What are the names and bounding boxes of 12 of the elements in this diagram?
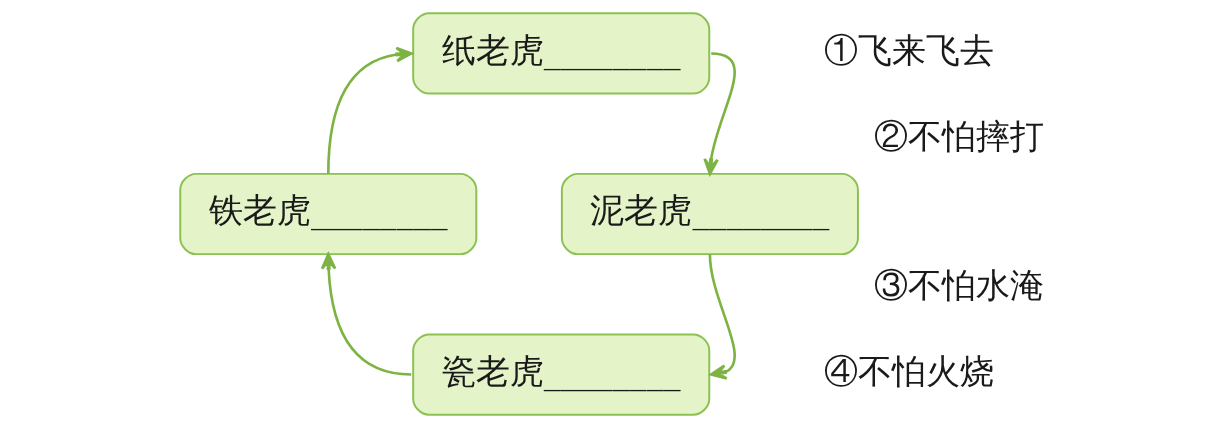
arrow <box>320 252 411 376</box>
node-box: 纸老虎________ <box>411 12 710 95</box>
node-box: 泥老虎________ <box>560 172 859 256</box>
label: ①飞来飞去 <box>823 29 994 70</box>
label: ③不怕水淹 <box>873 264 1044 305</box>
arrow <box>702 52 736 176</box>
label: ②不怕摔打 <box>873 115 1044 156</box>
arrow <box>708 254 736 380</box>
node-box: 铁老虎________ <box>178 172 477 256</box>
arrow <box>326 46 413 174</box>
node-box: 瓷老虎________ <box>411 333 710 416</box>
label: ④不怕火烧 <box>823 350 994 391</box>
